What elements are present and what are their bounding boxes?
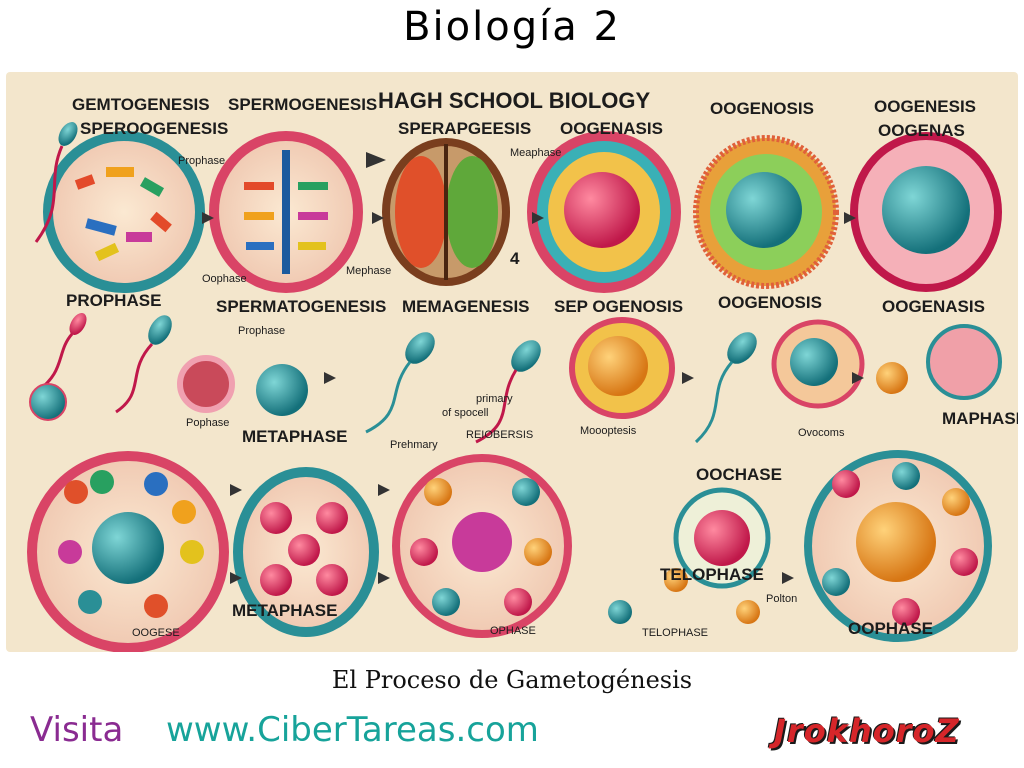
label-small-pophase: Pophase xyxy=(186,417,229,429)
row3-cells xyxy=(27,450,992,652)
cell-gemtogenesis xyxy=(43,131,205,293)
label-small-prophase: Prophase xyxy=(178,155,225,167)
cell-oogenesis xyxy=(850,132,1002,292)
label-oogenosis-top: OOGENOSIS xyxy=(710,99,814,118)
label-small-telophase-2: TELOPHASE xyxy=(642,627,708,639)
page-title: Biología 2 xyxy=(403,4,621,50)
sperm-cells xyxy=(34,122,757,444)
label-small-oochase: OOCHASE xyxy=(696,465,782,484)
label-oogenasis-mid: OOGENASIS xyxy=(882,297,985,316)
label-small-telophase-1: TELOPHASE xyxy=(660,565,764,584)
label-oogenesis-top: OOGENESIS xyxy=(874,97,976,116)
label-small-maphase: MAPHASE xyxy=(942,409,1018,428)
label-memagenesis: MEMAGENESIS xyxy=(402,297,530,316)
label-small-oophase: Oophase xyxy=(202,273,247,285)
label-small-of-spocell: of spocell xyxy=(442,407,488,419)
footer-website-link[interactable]: www.CiberTareas.com xyxy=(166,710,539,750)
label-small-mooptesis: Moooptesis xyxy=(580,425,637,437)
label-prophase: PROPHASE xyxy=(66,291,161,310)
label-small-metaphase-2: METAPHASE xyxy=(232,601,337,620)
label-oogenasis-top: OOGENASIS xyxy=(560,119,663,138)
brand-logo: JrokhoroZ xyxy=(774,712,960,750)
gametogenesis-illustration: GEMTOGENESIS SPERMOGENESIS HAGH SCHOOL B… xyxy=(6,72,1018,652)
image-caption: El Proceso de Gametogénesis xyxy=(331,666,693,694)
cell-oogenosis xyxy=(693,135,839,289)
cell-sperapgeesis xyxy=(382,138,510,286)
label-small-mephase: Mephase xyxy=(346,265,391,277)
label-small-prehmary: Prehmary xyxy=(390,439,438,451)
row2-arrows xyxy=(324,372,864,384)
label-small-four: 4 xyxy=(510,249,520,268)
label-small-reiobersis: REIOBERSIS xyxy=(466,429,533,441)
row2-cells xyxy=(29,317,1002,421)
label-small-primary: primary xyxy=(476,393,513,405)
cell-spermogenesis xyxy=(209,131,363,293)
label-sep-ogenosis: SEP OGENOSIS xyxy=(554,297,683,316)
label-gemtogenesis: GEMTOGENESIS xyxy=(72,95,210,114)
label-small-prophase-2: Prophase xyxy=(238,325,285,337)
label-spermatogenesis: SPERMATOGENESIS xyxy=(216,297,386,316)
label-small-ovocoms: Ovocoms xyxy=(798,427,845,439)
label-small-oogese: OOGESE xyxy=(132,627,180,639)
row3-arrows xyxy=(230,484,794,584)
label-spermogenesis: SPERMOGENESIS xyxy=(228,95,377,114)
label-small-meaphase: Meaphase xyxy=(510,147,561,159)
label-oogenas: OOGENAS xyxy=(878,121,965,140)
row1-arrows xyxy=(202,152,856,224)
label-sperapgeesis: SPERAPGEESIS xyxy=(398,119,531,138)
footer-visit-label: Visita xyxy=(30,710,124,750)
label-small-ophase: OPHASE xyxy=(490,625,536,637)
label-speroogenesis: SPEROOGENESIS xyxy=(80,119,228,138)
label-small-oophase-2: OOPHASE xyxy=(848,619,933,638)
label-small-metaphase: METAPHASE xyxy=(242,427,347,446)
label-hagh-school-biology: HAGH SCHOOL BIOLOGY xyxy=(378,88,650,113)
label-small-polton: Polton xyxy=(766,593,797,605)
label-oogenosis-mid: OOGENOSIS xyxy=(718,293,822,312)
